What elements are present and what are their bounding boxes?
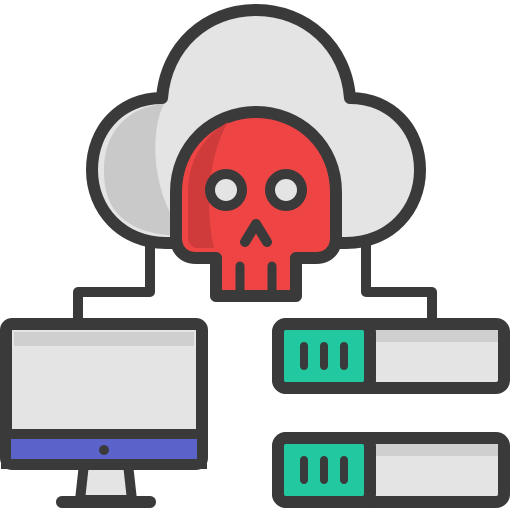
connector-left: [73, 233, 155, 327]
server-bottom-shade: [374, 444, 498, 456]
monitor-screen-shade: [14, 332, 194, 346]
server-icon: [272, 318, 510, 394]
network-connector-lines: [73, 233, 437, 327]
monitor-power-dot: [99, 445, 109, 455]
monitor-icon: [0, 318, 208, 508]
skull-right-eye: [265, 169, 307, 211]
connector-right: [361, 233, 437, 327]
cloud-shading: [104, 104, 186, 236]
monitor-bottom-bar: [1, 429, 207, 469]
skull-icon: [170, 106, 342, 302]
skull-left-eye: [205, 169, 247, 211]
skull-shape: [170, 106, 342, 302]
skull-nose: [240, 219, 272, 247]
server-top-shade: [374, 330, 498, 342]
server-icon: [272, 432, 510, 508]
